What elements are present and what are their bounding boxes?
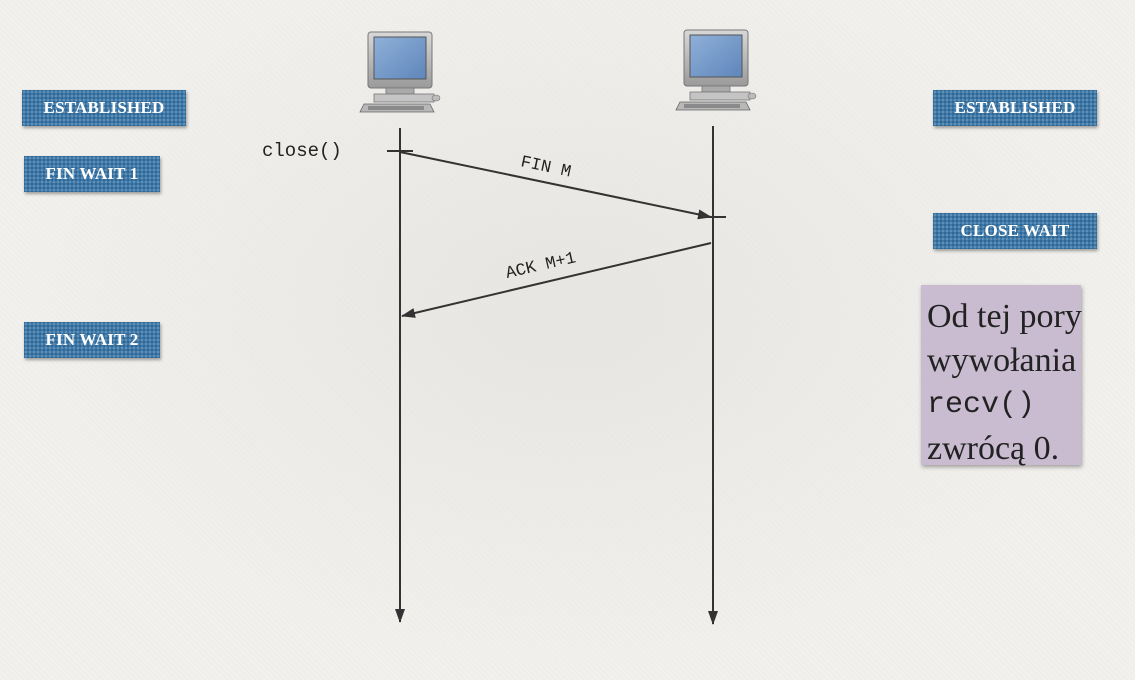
note-line-3: recv() [927, 388, 1036, 422]
ack-arrow [401, 242, 712, 318]
left-computer-icon [359, 31, 441, 113]
right-state-established: ESTABLISHED [933, 90, 1097, 126]
note-line-4: zwrócą 0. [927, 430, 1060, 467]
close-call-label: close() [262, 140, 342, 162]
left-state-established: ESTABLISHED [22, 90, 186, 126]
note-line-2: wywołania [927, 342, 1077, 379]
recv-note: Od tej pory wywołania recv() zwrócą 0. [921, 285, 1082, 467]
left-state-fin-wait-1: FIN WAIT 1 [24, 156, 160, 192]
left-state-fin-wait-2: FIN WAIT 2 [24, 322, 160, 358]
ack-label: ACK M+1 [504, 249, 578, 284]
right-state-close-wait: CLOSE WAIT [933, 213, 1097, 249]
fin-arrow [399, 151, 712, 220]
right-computer-icon [675, 29, 757, 111]
note-line-1: Od tej pory [927, 298, 1082, 335]
